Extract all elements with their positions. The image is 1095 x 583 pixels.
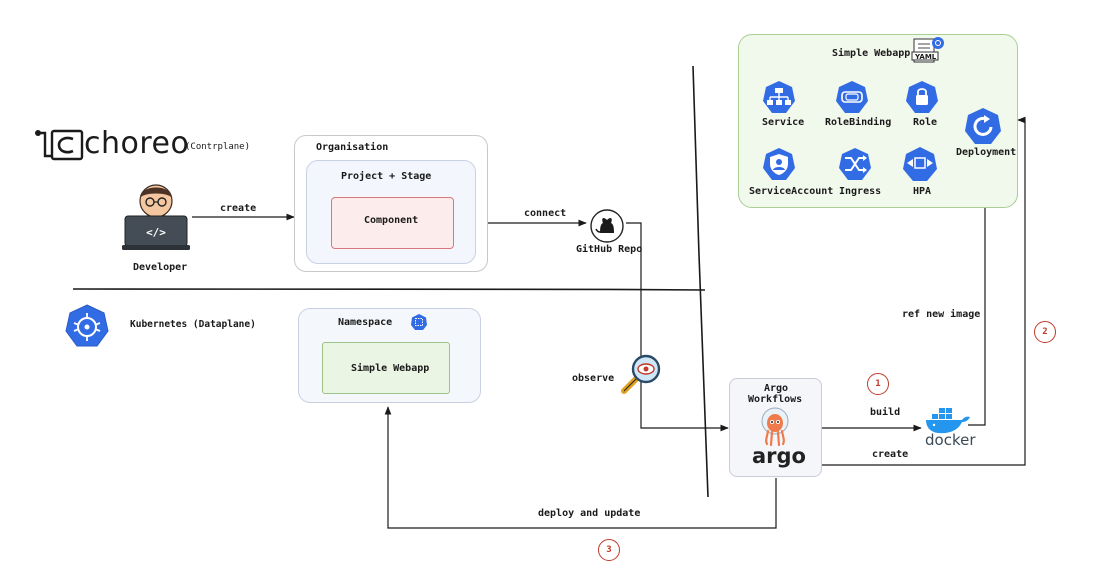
step-badge-3: 3: [598, 539, 620, 561]
namespace-title: Namespace: [338, 317, 393, 328]
argo-title-line1: Argo: [764, 383, 789, 394]
developer-icon: </>: [122, 184, 190, 250]
choreo-logo: choreo: [34, 126, 189, 166]
create-webapp-arrow: [822, 116, 1026, 466]
ref-image-arrow: [968, 166, 989, 426]
rolebinding-label: RoleBinding: [825, 117, 892, 128]
yaml-file-icon: [911, 37, 944, 63]
project-stage-title: Project + Stage: [341, 171, 432, 182]
role-label: Role: [913, 117, 938, 128]
create-edge-label: create: [220, 203, 257, 214]
observe-line: [626, 222, 729, 432]
connect-edge-label: connect: [524, 208, 567, 219]
vertical-separator-line: [692, 65, 709, 498]
observe-edge-label: observe: [572, 373, 615, 384]
service-label: Service: [762, 117, 805, 128]
deploy-update-edge-label: deploy and update: [538, 508, 641, 519]
namespace-k8s-icon: [411, 314, 427, 330]
service-icon: [763, 81, 795, 113]
component-label: Component: [364, 215, 419, 226]
argo-wordmark: argo: [752, 444, 806, 468]
rolebinding-icon: [836, 81, 868, 113]
simple-webapp-app-box[interactable]: [322, 342, 450, 394]
hpa-label: HPA: [913, 186, 932, 197]
yaml-tag-label: YAML: [915, 53, 937, 61]
step-badge-2: 2: [1034, 321, 1056, 343]
developer-label: Developer: [133, 262, 188, 273]
kubernetes-icon: [65, 304, 109, 347]
argo-octopus-icon: [761, 407, 789, 447]
docker-whale-icon: [926, 408, 970, 434]
kubernetes-label: Kubernetes (Dataplane): [130, 319, 256, 330]
component-box[interactable]: [331, 197, 454, 249]
ref-new-image-edge-label: ref new image: [902, 309, 981, 320]
docker-wordmark: docker: [925, 431, 976, 449]
deployment-label: Deployment: [956, 147, 1017, 158]
ingress-icon: [839, 148, 871, 180]
svg-text:</>: </>: [146, 226, 166, 239]
argo-title-line2: Workflows: [748, 394, 803, 405]
hpa-icon: [903, 147, 937, 181]
step-badge-1: 1: [867, 373, 889, 395]
ingress-label: Ingress: [839, 186, 882, 197]
simple-webapp-app-label: Simple Webapp: [351, 363, 430, 374]
choreo-mark-icon: [35, 129, 84, 161]
control-plane-note: (Contrplane): [185, 142, 251, 152]
serviceaccount-icon: [763, 148, 795, 180]
observe-magnifier-icon: [621, 354, 661, 394]
deployment-icon: [965, 108, 1001, 144]
organisation-title: Organisation: [316, 142, 389, 153]
deploy-update-arrow: [384, 406, 777, 529]
choreo-wordmark: choreo: [84, 126, 190, 161]
webapp-panel-title: Simple Webapp: [832, 48, 911, 59]
build-edge-label: build: [870, 407, 901, 418]
role-icon: [906, 81, 938, 113]
create-webapp-edge-label: create: [872, 449, 909, 460]
github-icon: [590, 209, 624, 243]
plane-separator-line: [72, 288, 706, 291]
github-label: GitHub Repo: [576, 244, 643, 255]
serviceaccount-label: ServiceAccount: [749, 186, 834, 197]
